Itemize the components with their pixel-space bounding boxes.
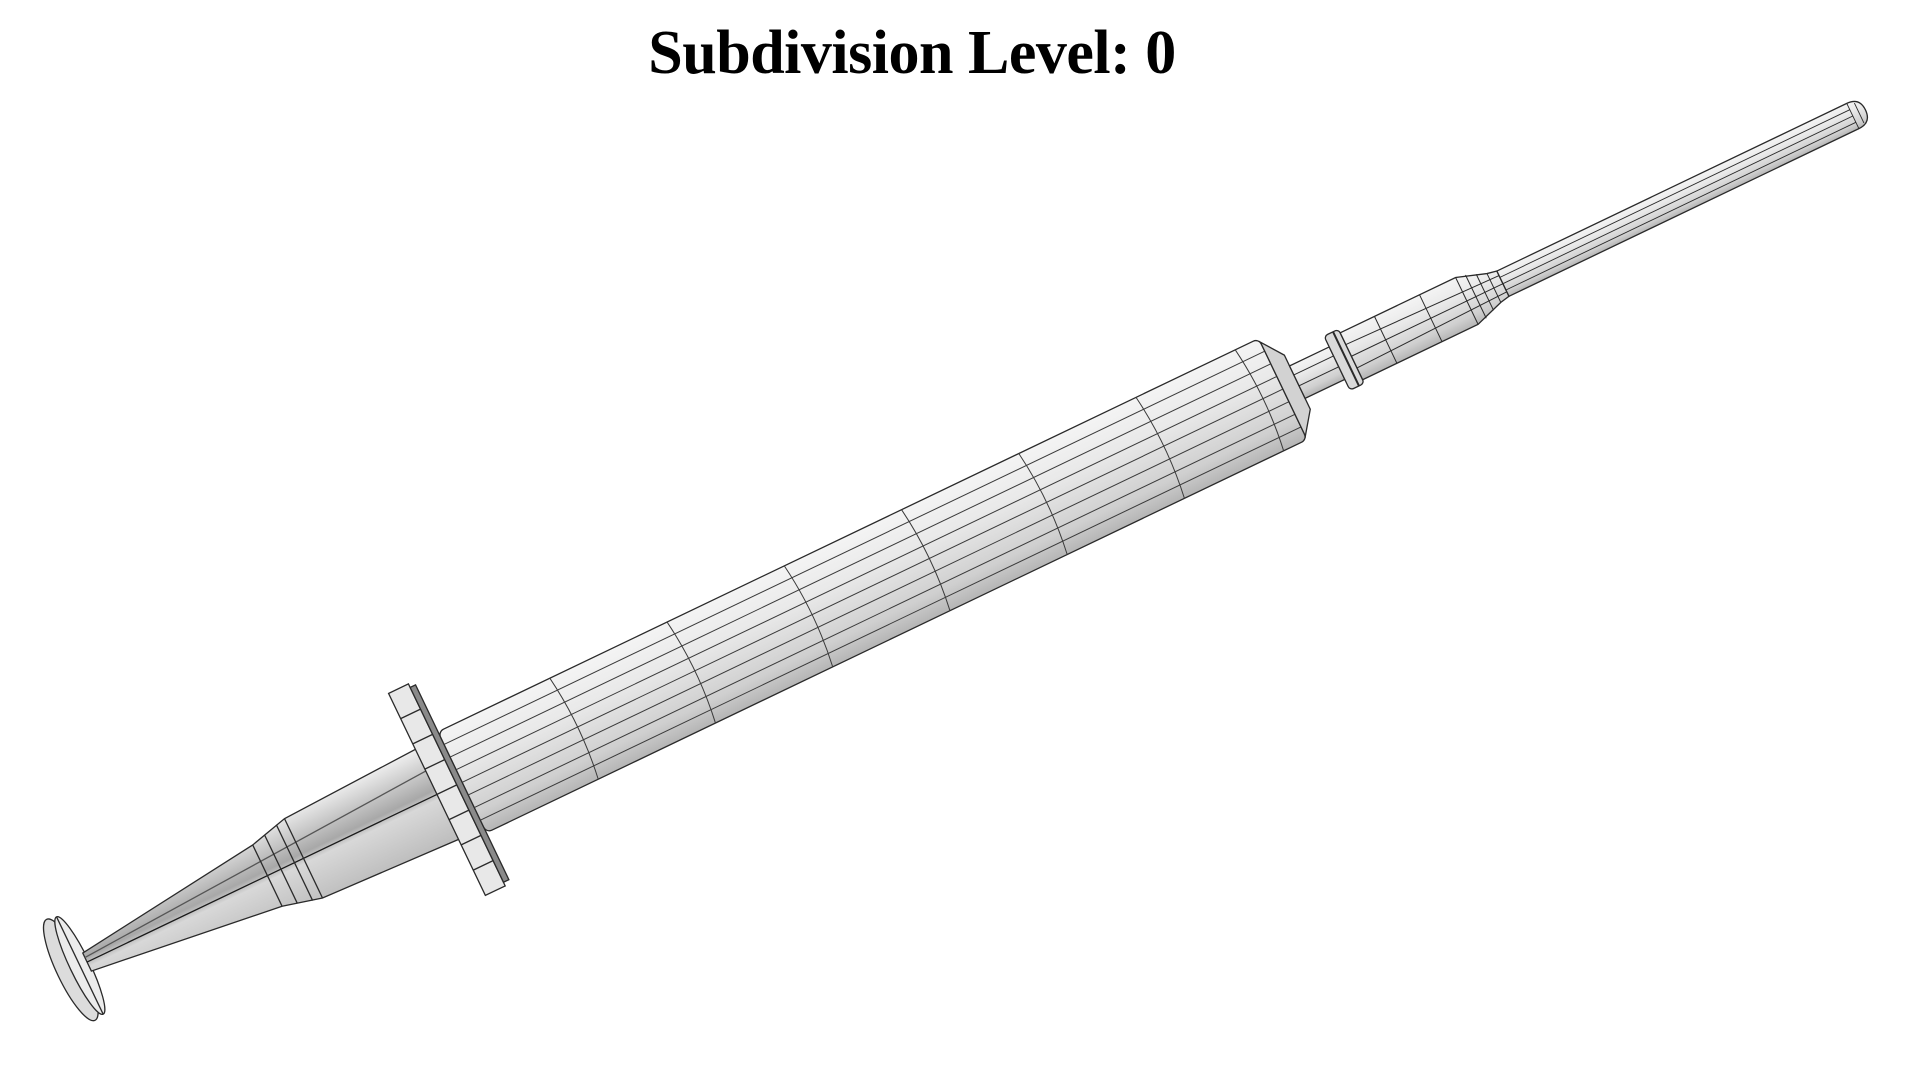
- needle: [1496, 100, 1869, 298]
- plunger-thumb-rest: [42, 915, 106, 1022]
- needle-adapter: [1339, 270, 1510, 381]
- barrel: [439, 339, 1306, 832]
- hub: [1258, 340, 1346, 439]
- subdivision-level-title: Subdivision Level: 0: [648, 19, 1176, 87]
- plunger-rod: [81, 747, 462, 972]
